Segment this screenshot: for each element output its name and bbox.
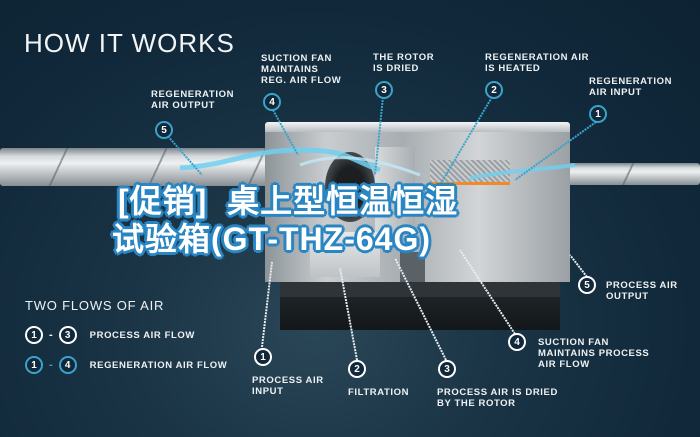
- fan-motor: [400, 252, 425, 287]
- page-title: HOW IT WORKS: [24, 28, 235, 58]
- regen-step-5-badge: 5: [155, 121, 173, 139]
- left-duct-spiral: [0, 148, 290, 186]
- filter-drawer: [310, 232, 380, 277]
- process-step-1-badge: 1: [254, 348, 272, 366]
- process-step-2: 2 FILTRATION: [348, 360, 409, 398]
- unit-base: [280, 297, 560, 330]
- legend-process-to-badge: 3: [58, 326, 77, 344]
- legend-regen-from-badge: 1: [25, 356, 43, 374]
- regen-step-2-badge: 2: [485, 81, 503, 99]
- legend-regen-to-badge: 4: [58, 356, 77, 374]
- regen-step-1-badge: 1: [589, 105, 607, 123]
- legend-title: TWO FLOWS OF AIR: [25, 298, 165, 313]
- unit-floor: [280, 282, 560, 297]
- regen-step-3-badge: 3: [375, 81, 393, 99]
- regen-step-4-badge: 4: [263, 93, 281, 111]
- promo-headline: [促销] 桌上型恒温恒湿 试验箱(GT-THZ-64G): [112, 182, 459, 258]
- legend-process-label: PROCESS AIR FLOW: [89, 329, 195, 341]
- air-flow-legend: TWO FLOWS OF AIR 1 - 3 PROCESS AIR FLOW …: [25, 298, 227, 374]
- process-step-5-badge: 5: [578, 276, 596, 294]
- process-step-3-badge: 3: [438, 360, 456, 378]
- promo-headline-line2: 试验箱(GT-THZ-64G): [112, 221, 431, 257]
- legend-regen-label: REGENERATION AIR FLOW: [89, 359, 228, 371]
- process-step-4-badge: 4: [508, 333, 526, 351]
- dehumidifier-unit: [265, 122, 570, 332]
- unit-top-panel: [265, 122, 570, 132]
- legend-process-from-badge: 1: [25, 326, 43, 344]
- legend-item-process: 1 - 3 PROCESS AIR FLOW: [25, 326, 227, 344]
- right-duct-spiral: [566, 163, 700, 185]
- process-step-2-label: FILTRATION: [348, 387, 410, 398]
- promo-headline-line1: [促销] 桌上型恒温恒湿: [118, 183, 459, 219]
- legend-item-regeneration: 1 - 4 REGENERATION AIR FLOW: [25, 356, 227, 374]
- process-step-2-badge: 2: [348, 360, 366, 378]
- legend-regen-dash: -: [49, 359, 53, 371]
- legend-process-dash: -: [49, 329, 53, 341]
